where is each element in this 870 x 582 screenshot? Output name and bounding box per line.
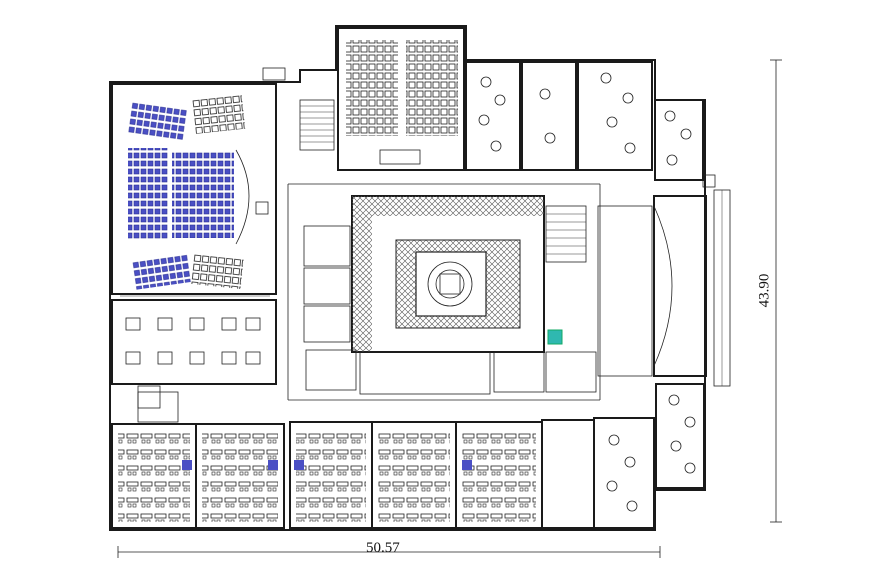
height-dimension-label: 43.90	[756, 273, 773, 308]
stage-room-right	[597, 189, 731, 387]
courtyard	[351, 195, 563, 353]
auditorium	[111, 83, 277, 297]
corridors	[287, 183, 601, 401]
stair-bottom-left	[137, 391, 179, 423]
stair-center-right	[545, 205, 587, 263]
dining-room-left	[111, 299, 277, 409]
stair-top-left	[299, 99, 335, 151]
classrooms-bottom	[111, 383, 705, 529]
lecture-hall-top	[337, 27, 465, 171]
dimension-lines	[117, 59, 782, 558]
width-dimension-label: 50.57	[366, 540, 400, 556]
restrooms	[303, 225, 597, 395]
rooms-top-right	[465, 61, 704, 181]
